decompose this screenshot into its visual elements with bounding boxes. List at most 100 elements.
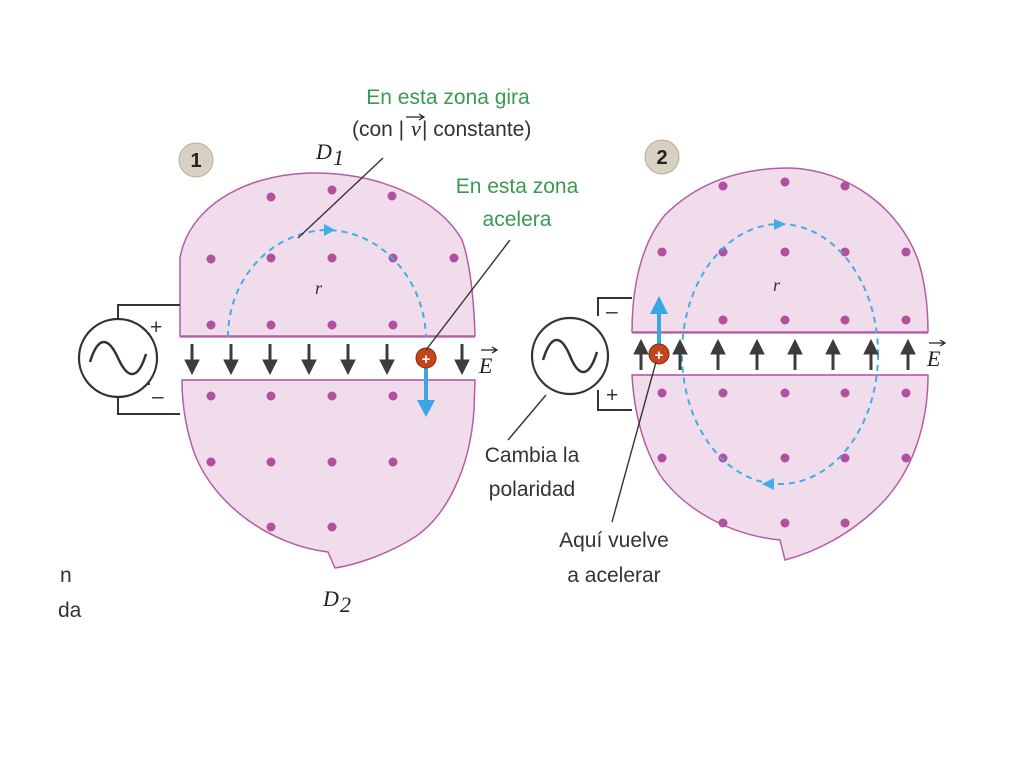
panel-2-velocity-arrowhead [650,296,668,314]
field-dot [327,253,337,263]
field-dot [657,388,667,398]
panel-2-lower-dee [631,374,929,561]
field-dot [780,518,790,528]
field-dot [780,453,790,463]
field-dot [657,453,667,463]
panel-2-upper-dee [631,167,929,333]
label-polarity-change: Cambia la polaridad [485,444,580,501]
field-dot [327,320,337,330]
panel-2-field-label: E [926,339,947,371]
panel-2-badge: 2 [644,139,680,175]
field-dot [840,453,850,463]
field-dot [718,315,728,325]
field-dot [206,391,216,401]
field-dot [780,247,790,257]
panel-1-velocity-arrowhead [417,400,435,417]
label-acceleration-zone: En esta zona acelera [456,175,579,231]
panel-1-ac-source [77,304,180,415]
panel-1-badge: 1 [178,142,214,178]
field-dot [901,247,911,257]
svg-text:acelera: acelera [483,208,552,231]
field-dot [840,518,850,528]
field-dot [206,254,216,264]
svg-text:da: da [58,599,82,622]
svg-text:D: D [315,139,332,164]
panel-1-minus-sign: – [152,385,164,408]
svg-text:Aquí vuelve: Aquí vuelve [559,529,669,552]
panel-1-field-arrows [184,344,470,376]
field-dot [780,177,790,187]
panel-2-radius-label: r [773,275,781,295]
panel-2-field-dots [657,177,911,528]
field-dot [327,185,337,195]
svg-text:polaridad: polaridad [489,478,575,501]
field-dot [206,457,216,467]
field-arrow-up [672,338,688,370]
field-dot [388,391,398,401]
panel-2-plus-sign: + [606,384,618,407]
field-dot [901,388,911,398]
panel-2-minus-sign: – [606,300,618,323]
positive-charge-icon: + [422,351,431,368]
field-arrow-up [749,338,765,370]
panel-1-d2-label: D 2 [322,586,351,617]
label-reacceleration: Aquí vuelve a acelerar [559,529,669,587]
field-arrow-down [379,344,395,376]
field-arrow-down [184,344,200,376]
svg-text:Cambia la: Cambia la [485,444,580,467]
field-dot [266,320,276,330]
panel-1-field-label: E [478,346,499,378]
panel-2: 2 [507,139,947,561]
field-dot [266,522,276,532]
field-arrow-up [863,338,879,370]
panel-1-radius-label: r [315,278,323,298]
svg-text:n: n [60,564,72,587]
field-dot [387,191,397,201]
field-dot [780,388,790,398]
panel-1-plus-sign: + [150,316,162,339]
panel-1-trajectory [227,228,427,338]
field-dot [901,315,911,325]
field-dot [266,253,276,263]
field-dot [327,391,337,401]
svg-text:v: v [411,116,421,141]
field-dot [266,192,276,202]
field-arrow-up [633,338,649,370]
svg-text:(con |: (con | [352,118,404,141]
field-dot [901,453,911,463]
svg-text:E: E [478,353,493,378]
panel-1: 1 [77,139,511,617]
field-arrow-up [710,338,726,370]
svg-text:E: E [926,346,941,371]
field-dot [718,181,728,191]
panel-2-ac-source [530,297,632,411]
panel-1-badge-number: 1 [190,150,201,172]
panel-1-d1-label: D 1 [315,139,344,170]
field-arrow-up [787,338,803,370]
panel-2-particle: + [648,343,670,365]
field-dot [266,391,276,401]
field-arrow-down [262,344,278,376]
ac-source-icon [541,338,599,374]
panel-2-field-arrows [633,338,916,370]
field-dot [718,453,728,463]
field-arrow-up [900,338,916,370]
panel-2-trajectory-arrow-bottom [762,478,774,490]
field-dot [840,247,850,257]
field-arrow-down [223,344,239,376]
field-dot [388,320,398,330]
panel-2-badge-number: 2 [656,147,667,169]
svg-text:2: 2 [340,592,351,617]
dee-d2 [181,379,476,569]
panel-1-trajectory-arrow [324,224,335,236]
field-dot [840,315,850,325]
field-dot [840,181,850,191]
field-dot [657,247,667,257]
svg-text:| constante): | constante) [422,118,531,141]
cut-off-text: n da [58,564,82,622]
field-dot [840,388,850,398]
field-dot [780,315,790,325]
positive-charge-icon: + [655,347,664,364]
field-dot [206,320,216,330]
